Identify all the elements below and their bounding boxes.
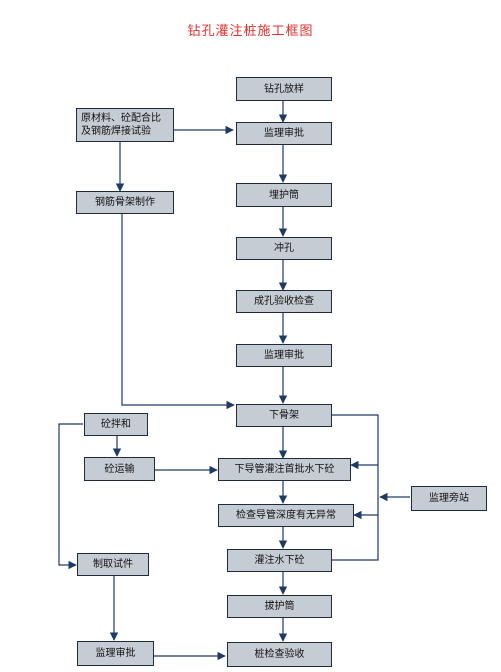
node-embed-casing: 埋护筒 bbox=[236, 183, 332, 207]
node-supervisor-approval-2: 监理审批 bbox=[236, 344, 332, 367]
node-pile-acceptance: 桩检查验收 bbox=[227, 642, 332, 667]
node-concrete-mixing: 砼拌和 bbox=[84, 413, 148, 436]
node-check-tremie-depth: 检查导管深度有无异常 bbox=[218, 504, 354, 527]
node-concrete-transport: 砼运输 bbox=[84, 457, 155, 481]
node-supervisor-approval-3: 监理审批 bbox=[77, 641, 154, 666]
node-supervisor-approval-1: 监理审批 bbox=[236, 122, 332, 145]
node-supervisor-onsite: 监理旁站 bbox=[411, 486, 487, 511]
node-lower-cage: 下骨架 bbox=[236, 404, 332, 427]
node-punch-hole: 冲孔 bbox=[236, 237, 332, 260]
edge-l2-n7 bbox=[121, 214, 235, 410]
node-pour-concrete: 灌注水下砼 bbox=[227, 549, 332, 572]
node-pull-casing: 拔护筒 bbox=[227, 595, 332, 618]
node-tremie-first-pour: 下导管灌注首批水下砼 bbox=[218, 458, 351, 481]
node-rebar-cage: 钢筋骨架制作 bbox=[76, 191, 174, 214]
diagram-title: 钻孔灌注桩施工框图 bbox=[187, 24, 314, 39]
node-make-specimens: 制取试件 bbox=[77, 553, 149, 576]
node-drill-layout: 钻孔放样 bbox=[236, 77, 332, 101]
loop-line bbox=[331, 414, 379, 561]
edge-l3-l5 bbox=[58, 423, 83, 570]
node-hole-inspection: 成孔验收检查 bbox=[236, 290, 332, 313]
node-material-tests: 原材料、砼配合比 及钢筋焊接试验 bbox=[76, 108, 174, 142]
